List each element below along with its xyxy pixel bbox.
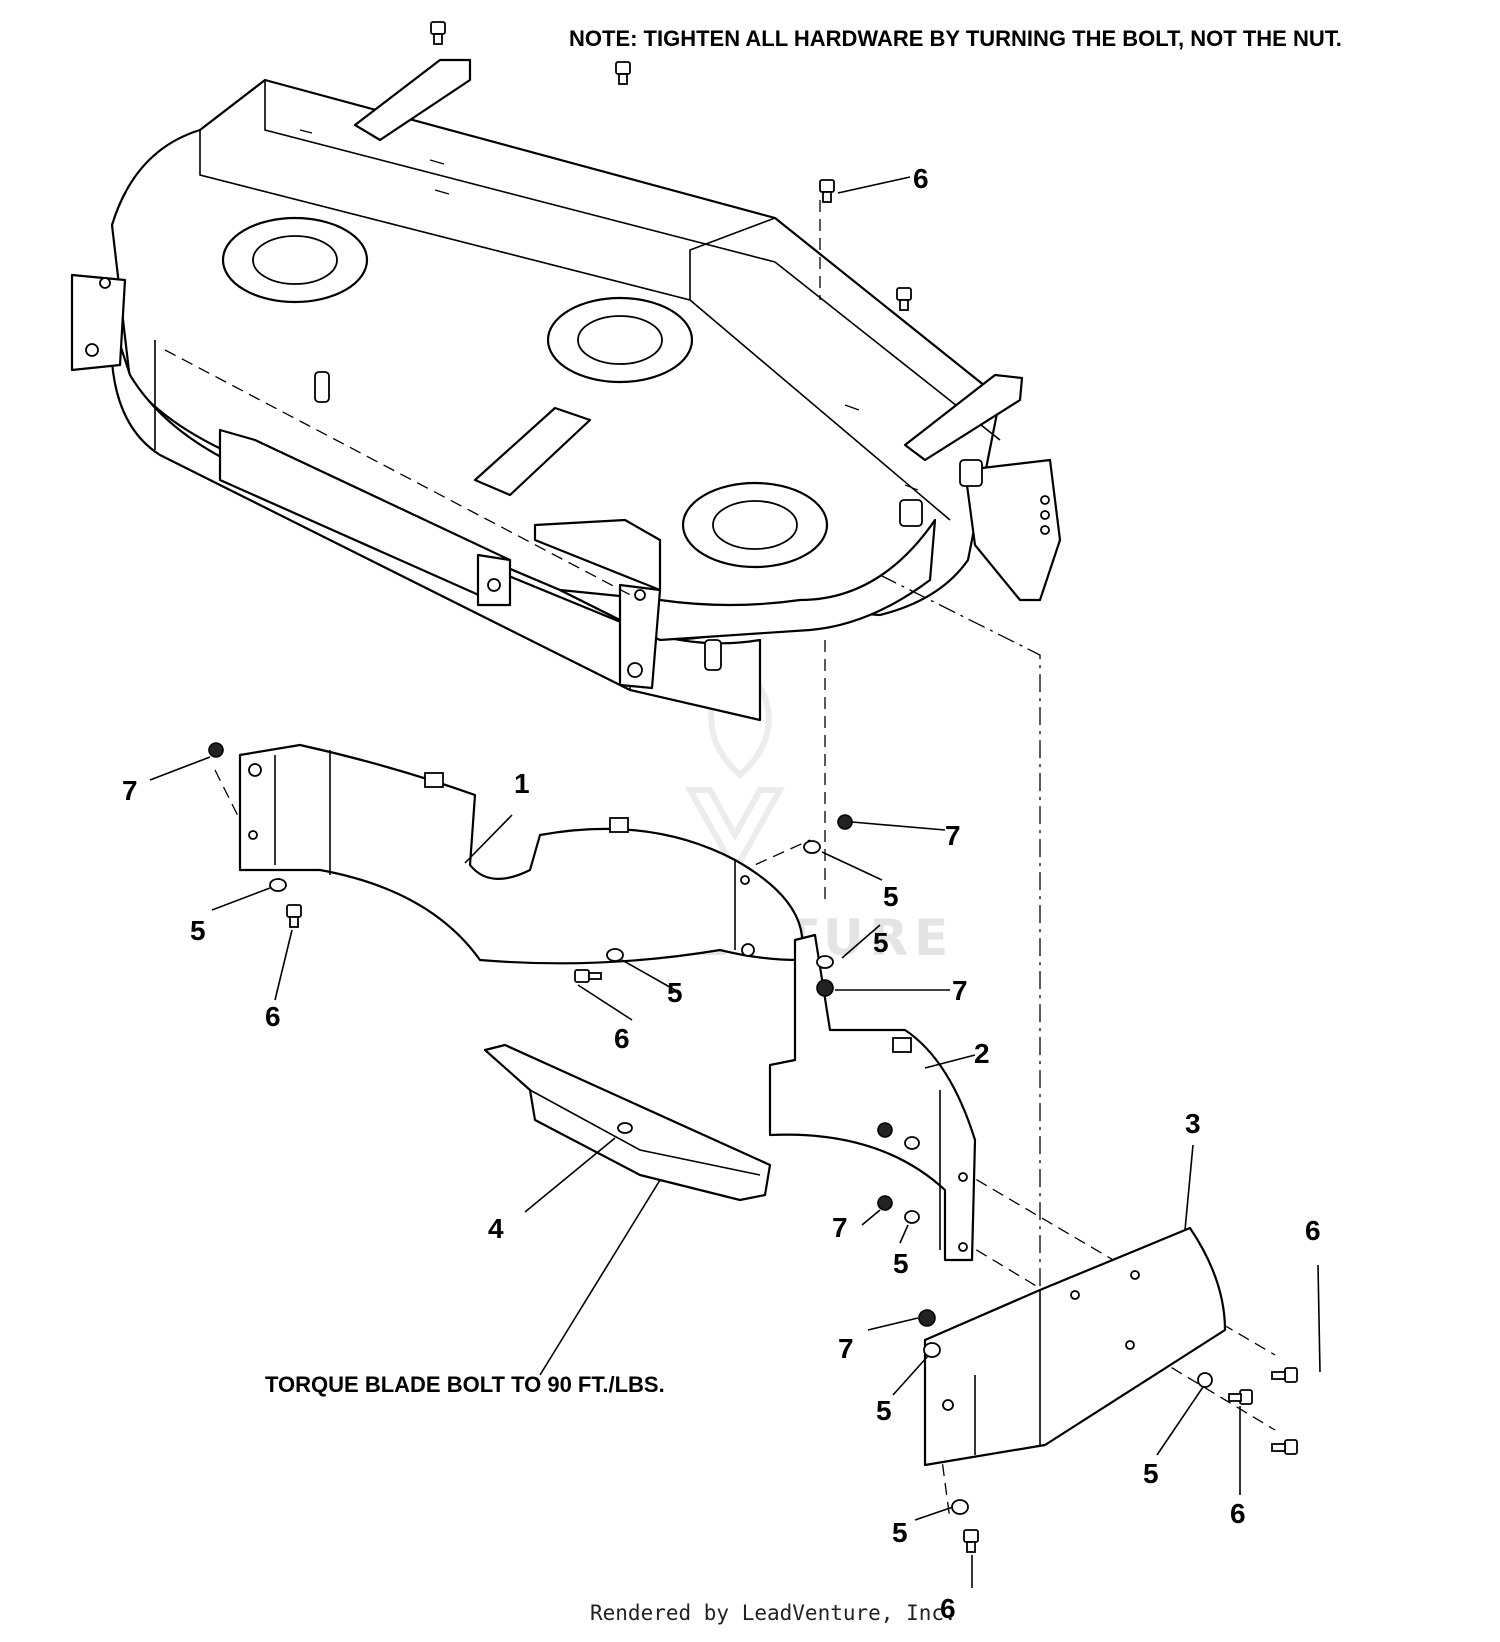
bolt-icon: [963, 1529, 979, 1553]
leader-lines: [149, 176, 1321, 1588]
flat-washer-icon: [606, 948, 624, 962]
callout-7: 7: [945, 820, 961, 851]
bolt-icon: [286, 904, 302, 928]
callout-7: 7: [952, 975, 968, 1006]
flat-washer-icon: [904, 1136, 920, 1150]
deck-lift-arm-rear: [353, 58, 472, 142]
callout-5: 5: [883, 881, 899, 912]
callout-7: 7: [838, 1333, 854, 1364]
bolt-icon: [1228, 1389, 1253, 1405]
bolt-icon: [615, 61, 631, 85]
callout-5: 5: [190, 915, 206, 946]
callout-1: 1: [514, 768, 530, 799]
callout-5: 5: [873, 927, 889, 958]
deck-bracket-front: [618, 583, 662, 690]
baffle-right: [768, 933, 977, 1262]
callout-4: 4: [488, 1213, 504, 1244]
flat-washer-icon: [923, 1342, 941, 1358]
hex-nut-icon: [918, 1309, 936, 1327]
deck-skirt: [110, 318, 762, 722]
hardware: [208, 21, 1298, 1553]
hex-nut-icon: [877, 1195, 893, 1211]
callout-6: 6: [940, 1593, 956, 1624]
callouts: 6 1 2 3 4 7 5 6 6 5 7 5 5 7 7 5 7 5 5 6 …: [122, 163, 1321, 1624]
callout-6: 6: [265, 1001, 281, 1032]
bolt-icon: [1271, 1439, 1298, 1455]
mower-blade: [483, 1043, 772, 1202]
flat-washer-icon: [904, 1210, 920, 1224]
deck-bracket-right: [963, 458, 1062, 602]
deck-bracket-left: [70, 273, 127, 372]
flat-washer-icon: [951, 1499, 969, 1515]
baffle-left-body: [238, 743, 804, 965]
bolt-icon: [1271, 1367, 1298, 1383]
hex-nut-icon: [877, 1122, 893, 1138]
callout-6: 6: [1230, 1498, 1246, 1529]
callout-5: 5: [893, 1248, 909, 1279]
bolt-icon: [430, 21, 446, 45]
callout-6: 6: [1305, 1215, 1321, 1246]
flat-washer-icon: [269, 878, 287, 892]
deck-lift-arm-right: [903, 373, 1024, 462]
callout-7: 7: [122, 775, 138, 806]
flat-washer-icon: [816, 955, 834, 969]
render-credit: Rendered by LeadVenture, Inc.: [590, 1601, 957, 1625]
flat-washer-icon: [1197, 1372, 1213, 1388]
hex-nut-icon: [816, 979, 834, 997]
torque-blade-note: TORQUE BLADE BOLT TO 90 FT./LBS.: [265, 1372, 665, 1397]
callout-7: 7: [832, 1212, 848, 1243]
bolt-icon: [819, 179, 835, 203]
callout-5: 5: [876, 1395, 892, 1426]
deck-inner-channel: [533, 518, 662, 592]
flat-washer-icon: [803, 840, 821, 854]
discharge-chute-body: [923, 1226, 1227, 1467]
callout-5: 5: [1143, 1458, 1159, 1489]
tighten-hardware-note: NOTE: TIGHTEN ALL HARDWARE BY TURNING TH…: [569, 26, 1342, 51]
discharge-chute: [923, 1226, 1227, 1467]
callout-6: 6: [913, 163, 929, 194]
deck-cover-plate: [473, 406, 592, 497]
callout-6: 6: [614, 1023, 630, 1054]
hex-nut-icon: [208, 742, 224, 758]
callout-2: 2: [974, 1038, 990, 1069]
baffle-right-body: [768, 933, 977, 1262]
mower-deck-housing: [70, 58, 1062, 722]
callout-5: 5: [667, 977, 683, 1008]
bolt-icon: [574, 969, 602, 983]
bolt-icon: [896, 287, 912, 311]
callout-5: 5: [892, 1517, 908, 1548]
callout-3: 3: [1185, 1108, 1201, 1139]
baffle-left: [238, 743, 804, 965]
hex-nut-icon: [837, 814, 853, 830]
